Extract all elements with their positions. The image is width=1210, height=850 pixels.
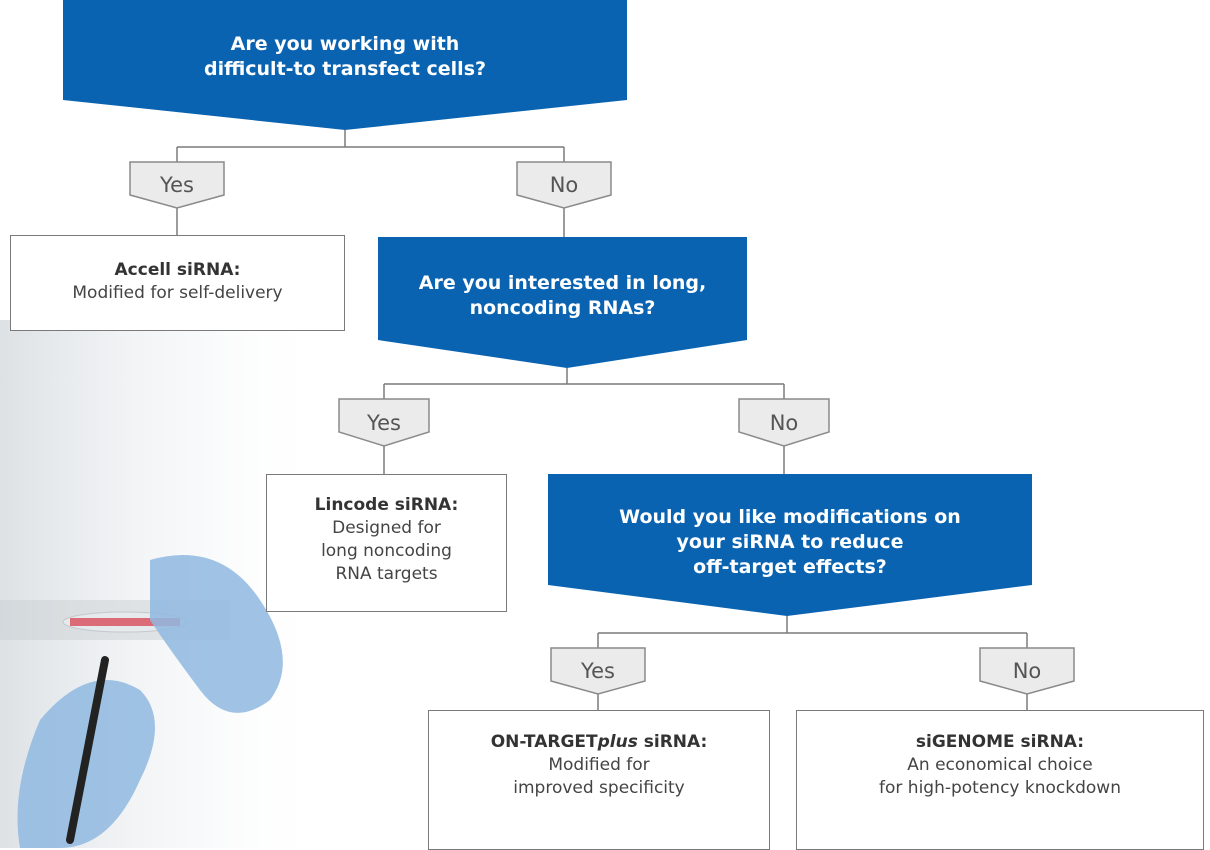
q3-no-label: No	[1012, 659, 1042, 683]
tag-shape-q2-no	[738, 398, 830, 447]
result-lincode: Lincode siRNA: Designed for long noncodi…	[266, 474, 507, 612]
question-box-1	[63, 0, 627, 130]
tag-shape-q3-yes	[550, 647, 646, 695]
accell-title: Accell siRNA:	[114, 260, 241, 280]
connector-lines	[176, 130, 1028, 710]
lincode-title: Lincode siRNA:	[314, 495, 459, 515]
q2-no-label: No	[769, 411, 799, 435]
result-sigenome: siGENOME siRNA: An economical choice for…	[796, 710, 1204, 850]
result-ontarget-plus: ON-TARGETplus siRNA: Modified for improv…	[428, 710, 770, 850]
question-box-2	[378, 237, 747, 368]
ontarget-plus-title: ON-TARGETplus siRNA:	[490, 732, 708, 752]
lincode-description: Designed for long noncoding RNA targets	[321, 518, 452, 584]
question-2-text: Are you interested in long, noncoding RN…	[418, 272, 707, 319]
question-box-3	[548, 474, 1032, 616]
question-3-text: Would you like modifications on your siR…	[619, 506, 961, 578]
q3-yes-label: Yes	[581, 659, 615, 683]
right-gloved-hand	[150, 555, 283, 713]
question-1-text: Are you working with difficult-to transf…	[203, 33, 487, 80]
tag-shape-q2-yes	[338, 398, 430, 447]
tag-shape-q3-no	[979, 647, 1075, 695]
pen	[66, 656, 109, 844]
petri-dish-medium	[70, 618, 180, 626]
sigenome-description: An economical choice for high-potency kn…	[879, 755, 1121, 798]
sigenome-title: siGENOME siRNA:	[915, 732, 1085, 752]
q1-no-label: No	[549, 173, 579, 197]
result-accell: Accell siRNA: Modified for self-delivery	[10, 235, 345, 331]
q2-yes-label: Yes	[367, 411, 401, 435]
q1-yes-label: Yes	[160, 173, 194, 197]
ontarget-plus-description: Modified for improved specificity	[513, 755, 685, 798]
accell-description: Modified for self-delivery	[72, 283, 283, 303]
tag-shape-q1-yes	[129, 161, 225, 209]
tag-shape-q1-no	[516, 161, 612, 209]
